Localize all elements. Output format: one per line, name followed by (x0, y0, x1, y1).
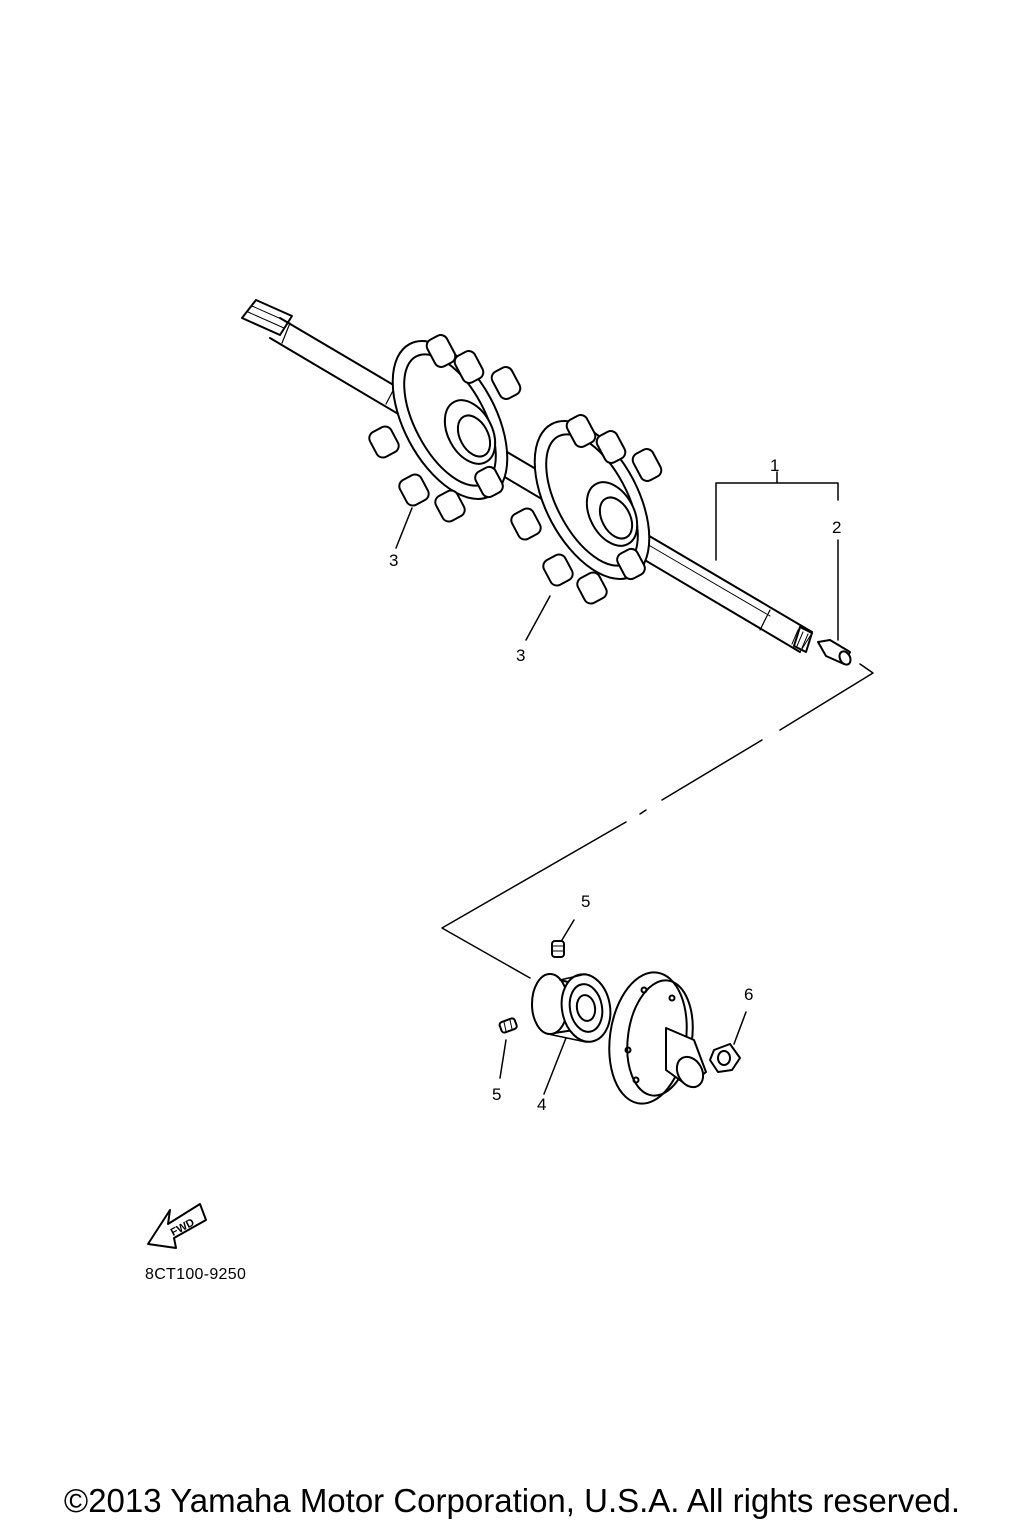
callout-5-bottom: 5 (492, 1085, 501, 1104)
sprocket-left (368, 334, 522, 523)
bearing (531, 973, 612, 1043)
callout-4: 4 (537, 1095, 546, 1114)
callout-5-top: 5 (581, 892, 590, 911)
wheel-hub (608, 971, 707, 1105)
assembly-dashed-line (441, 663, 874, 979)
fwd-arrow-icon (147, 1203, 207, 1249)
callout-3-right: 3 (516, 646, 525, 665)
leader-lines-lower (499, 919, 747, 1095)
callout-2: 2 (832, 518, 841, 537)
callout-1: 1 (770, 456, 779, 475)
set-screws (498, 940, 565, 1034)
hex-nut (709, 1043, 741, 1073)
callout-6: 6 (744, 985, 753, 1004)
drive-shaft (241, 299, 813, 653)
diagram-code: 8CT100-9250 (145, 1266, 247, 1283)
callout-bracket (715, 471, 839, 641)
sprocket-right (510, 414, 663, 605)
copyright-notice: ©2013 Yamaha Motor Corporation, U.S.A. A… (63, 1482, 961, 1519)
callout-numbers: 1 2 3 3 5 5 4 6 FWD (169, 456, 842, 1239)
shaft-end-cap (817, 639, 852, 666)
callout-3-left: 3 (389, 551, 398, 570)
leader-lines-3 (395, 507, 551, 641)
